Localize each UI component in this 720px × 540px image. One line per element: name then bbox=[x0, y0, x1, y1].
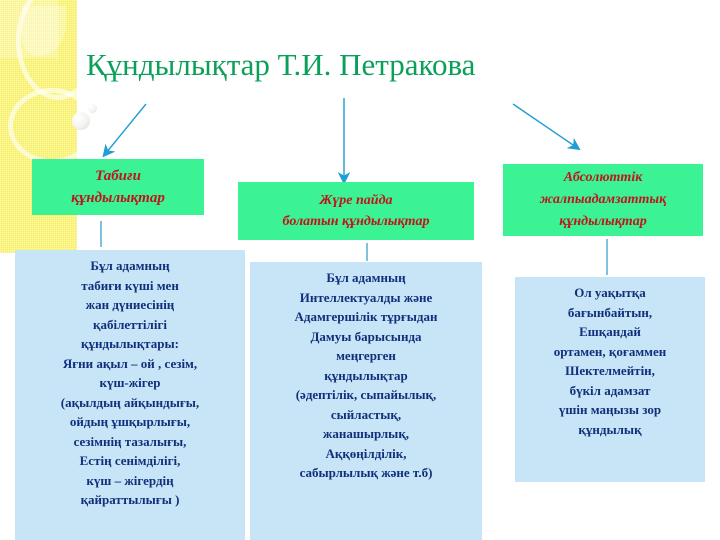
body-line: Яғни ақыл – ой , сезім, bbox=[62, 355, 198, 371]
header-box-natural-text: Табиғи құндылықтар bbox=[71, 168, 165, 206]
body-line: Ол уақытқа bbox=[574, 285, 646, 300]
body-line: сезімнің тазалығы, bbox=[73, 433, 187, 449]
body-box-acquired: Бұл адамның Интеллектуалды және Адамгерш… bbox=[250, 262, 482, 540]
body-line: табиғи күші мен bbox=[81, 277, 179, 293]
arrow-to-natural-icon bbox=[102, 103, 147, 158]
body-line: қайраттылығы ) bbox=[80, 492, 180, 507]
decorative-ring-icon-lower bbox=[8, 88, 77, 164]
body-line: Ешқандай bbox=[579, 324, 641, 339]
body-line: Бұл адамның bbox=[90, 258, 170, 273]
body-line: (әдептілік, сыпайылық, bbox=[295, 387, 437, 402]
body-line: күш – жігердің bbox=[86, 472, 174, 488]
decorative-pearl-small bbox=[88, 104, 97, 113]
body-box-absolute: Ол уақытқа бағынбайтын, Ешқандай ортамен… bbox=[515, 277, 705, 482]
body-line: бүкіл адамзат bbox=[569, 382, 651, 398]
arrow-to-absolute-icon bbox=[512, 103, 581, 151]
body-line: жан дүниесінің bbox=[85, 297, 175, 312]
body-line: үшін маңызы зор bbox=[558, 402, 662, 417]
body-line: ойдың ұшқырлығы, bbox=[69, 414, 191, 429]
header-box-natural[interactable]: Табиғи құндылықтар bbox=[32, 159, 204, 215]
body-line: құндылық bbox=[578, 421, 642, 437]
body-line: Бұл адамның bbox=[326, 270, 406, 285]
body-line: бағынбайтын, bbox=[567, 304, 653, 320]
header-box-absolute[interactable]: Абсолюттік жалпыадамзаттық құндылықтар bbox=[503, 164, 703, 236]
body-line: Шектелмейтін, bbox=[565, 363, 655, 378]
body-line: күш-жігер bbox=[99, 375, 161, 390]
header-box-acquired[interactable]: Жүре пайда болатын құндылықтар bbox=[238, 182, 474, 240]
header-box-acquired-text: Жүре пайда болатын құндылықтар bbox=[282, 193, 430, 229]
body-line: Аққөңілділік, bbox=[325, 445, 407, 461]
body-line: Дамуы барысында bbox=[310, 328, 422, 344]
body-line: сабырлылық және т.б) bbox=[299, 465, 433, 480]
page-title: Құндылықтар Т.И. Петракова bbox=[86, 47, 476, 82]
body-line: Естің сенімділігі, bbox=[79, 453, 181, 468]
body-line: Интеллектуалды және bbox=[299, 289, 433, 305]
body-line: ортамен, қоғаммен bbox=[553, 343, 667, 359]
body-line: сыйластық, bbox=[330, 406, 402, 422]
body-line: Адамгершілік тұрғыдан bbox=[294, 309, 438, 324]
decorative-ring-icon-upper bbox=[16, 0, 77, 100]
decorative-pearl-large bbox=[72, 112, 90, 130]
body-box-natural: Бұл адамның табиғи күші мен жан дүниесін… bbox=[15, 250, 245, 540]
body-line: жанашырлық, bbox=[322, 426, 410, 441]
body-line: құндылықтар bbox=[324, 367, 408, 383]
body-line: құндылықтары: bbox=[81, 336, 179, 351]
body-line: (ақылдың айқындығы, bbox=[60, 394, 200, 410]
body-line: меңгерген bbox=[336, 348, 396, 363]
body-line: қабілеттілігі bbox=[93, 316, 167, 332]
decorative-yellow-band bbox=[0, 0, 77, 253]
header-box-absolute-text: Абсолюттік жалпыадамзаттық құндылықтар bbox=[539, 170, 667, 229]
